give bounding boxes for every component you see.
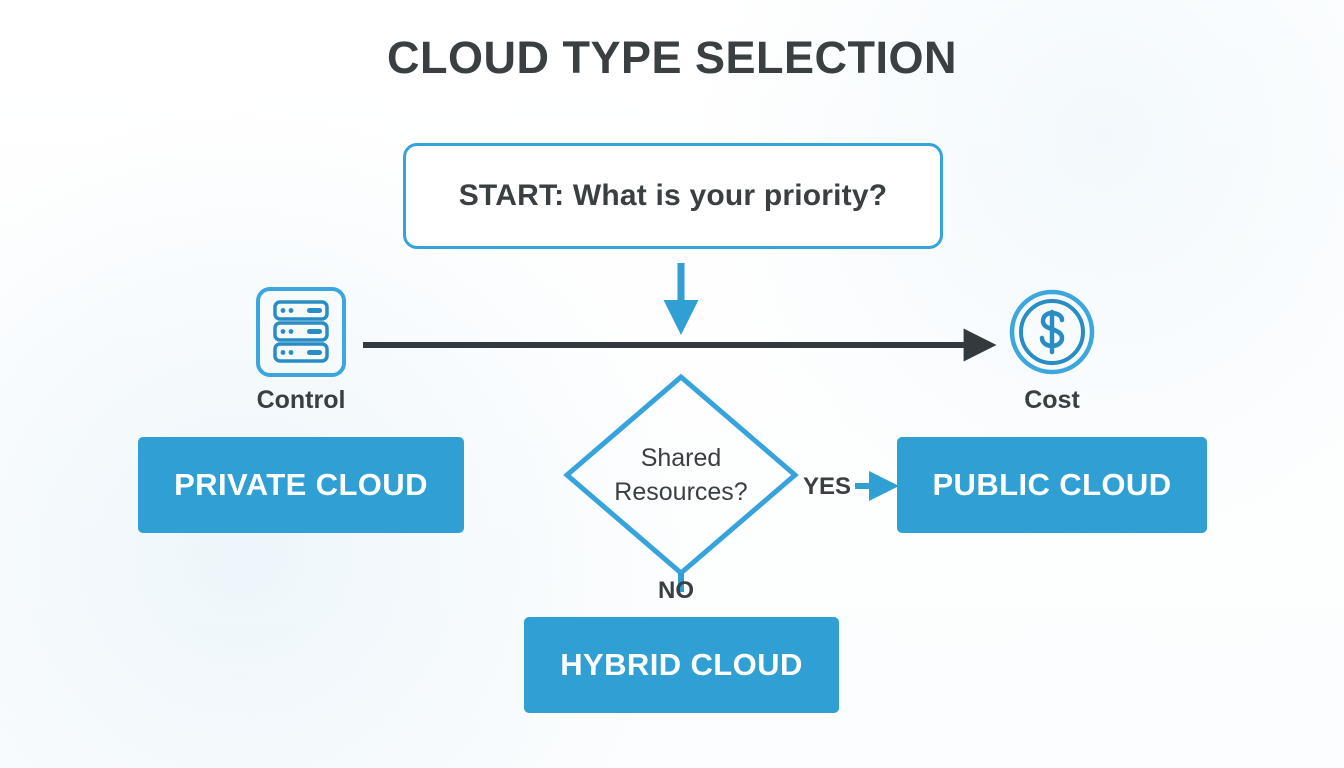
outcome-public-cloud-label: PUBLIC CLOUD: [932, 467, 1172, 502]
outcome-hybrid-cloud-label: HYBRID CLOUD: [560, 647, 803, 682]
start-node[interactable]: START: What is your priority?: [403, 143, 943, 249]
decision-label-line1: Shared: [640, 443, 722, 472]
outcome-hybrid-cloud[interactable]: HYBRID CLOUD: [524, 617, 839, 713]
priority-control-label: Control: [256, 386, 346, 414]
decision-node[interactable]: Shared Resources?: [566, 376, 796, 574]
decision-label-line2: Resources?: [614, 478, 748, 506]
priority-cost-label: Cost: [1024, 386, 1080, 414]
dollar-coin-icon: [1009, 289, 1095, 375]
outcome-private-cloud-label: PRIVATE CLOUD: [174, 467, 428, 502]
edge-label-no: NO: [658, 577, 694, 604]
edge-label-yes: YES: [803, 473, 852, 500]
outcome-private-cloud[interactable]: PRIVATE CLOUD: [138, 437, 464, 533]
server-rack-icon: [256, 287, 346, 377]
priority-cost[interactable]: Cost: [972, 286, 1132, 415]
start-node-label: START: What is your priority?: [458, 179, 888, 212]
priority-control[interactable]: Control: [221, 286, 381, 415]
page-title: CLOUD TYPE SELECTION: [386, 32, 958, 83]
outcome-public-cloud[interactable]: PUBLIC CLOUD: [897, 437, 1207, 533]
